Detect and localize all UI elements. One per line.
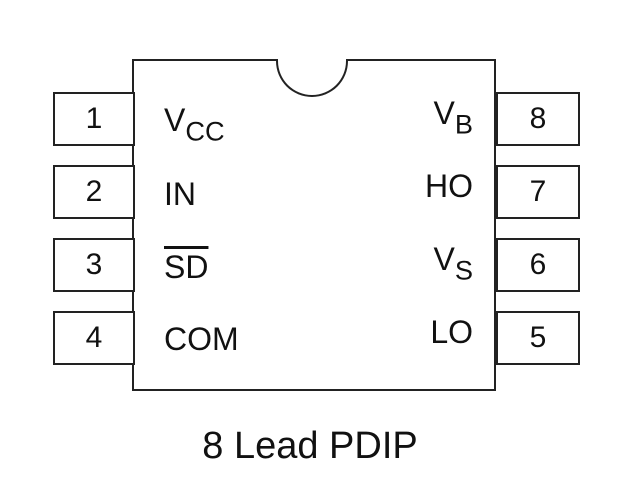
pin-number: 6: [529, 248, 547, 281]
pin-number: 3: [85, 248, 103, 281]
pin-label-sd: SD: [164, 249, 209, 285]
pin-label-vcc: VCC: [164, 102, 225, 147]
package-notch: [276, 59, 348, 97]
pin-label-vb: VB: [433, 95, 473, 140]
pin-1: 1: [53, 92, 135, 146]
pin-6: 6: [496, 238, 580, 292]
pin-label-lo: LO: [430, 314, 473, 350]
pin-8: 8: [496, 92, 580, 146]
pin-number: 5: [529, 321, 547, 354]
pin-label-ho: HO: [425, 168, 473, 204]
pin-number: 7: [529, 175, 547, 208]
pin-number: 1: [85, 102, 103, 135]
pin-4: 4: [53, 311, 135, 365]
pin-number: 8: [529, 102, 547, 135]
ic-package-body: [132, 59, 496, 391]
pin-7: 7: [496, 165, 580, 219]
pin-label-com: COM: [164, 321, 239, 357]
package-caption: 8 Lead PDIP: [202, 425, 418, 467]
pin-3: 3: [53, 238, 135, 292]
pin-5: 5: [496, 311, 580, 365]
pin-number: 4: [85, 321, 103, 354]
pin-label-vs: VS: [433, 241, 473, 286]
pin-2: 2: [53, 165, 135, 219]
pin-label-in: IN: [164, 176, 196, 212]
pin-number: 2: [85, 175, 103, 208]
